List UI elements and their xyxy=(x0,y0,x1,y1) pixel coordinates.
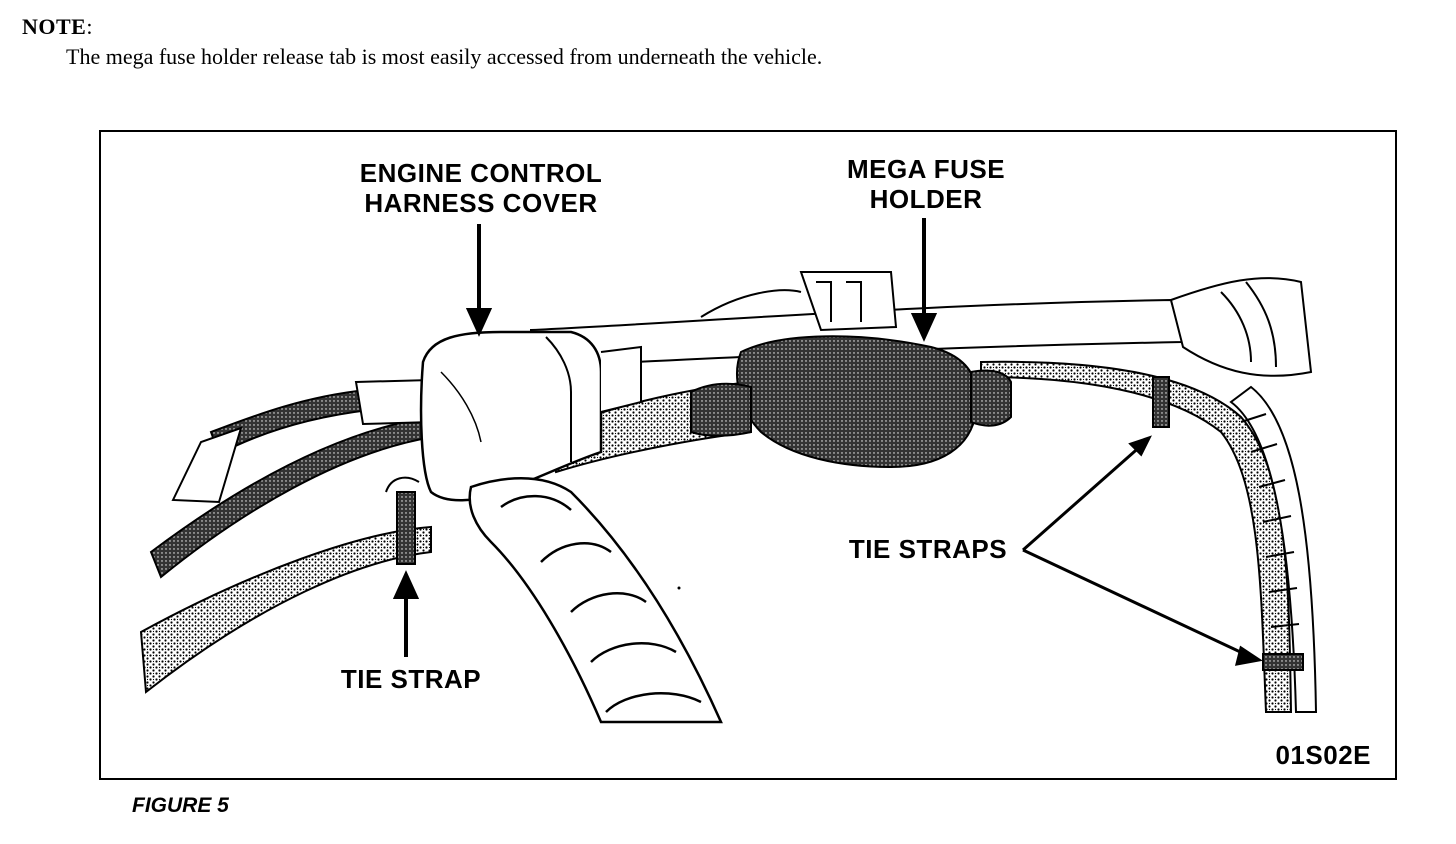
tie-strap-right-lower xyxy=(1262,653,1304,671)
harness-bracket-left xyxy=(171,426,243,504)
leader-engine-cover xyxy=(465,224,493,337)
mega-fuse-holder-body xyxy=(736,335,979,469)
note-heading-label: NOTE xyxy=(22,14,87,39)
fuse-holder-boot-right xyxy=(970,369,1012,427)
large-ribbed-tube xyxy=(468,477,723,724)
callout-engine-control-harness-cover: ENGINE CONTROL HARNESS COVER xyxy=(351,158,611,218)
callout-mega-fuse-holder: MEGA FUSE HOLDER xyxy=(836,154,1016,214)
callout-engine-line2: HARNESS COVER xyxy=(364,188,598,218)
harness-left-stippled xyxy=(139,525,432,694)
tie-strap-left xyxy=(396,491,416,565)
callout-mega-line1: MEGA FUSE xyxy=(846,154,1006,184)
figure-frame: ENGINE CONTROL HARNESS COVER MEGA FUSE H… xyxy=(99,130,1397,780)
callout-tie-straps: TIE STRAPS xyxy=(848,534,1008,564)
convoluted-tube-right xyxy=(1229,385,1318,713)
callout-mega-line2: HOLDER xyxy=(869,184,983,214)
leader-mega-fuse xyxy=(910,218,938,342)
engine-control-harness-cover xyxy=(419,330,603,502)
figure-code: 01S02E xyxy=(1275,740,1371,770)
callout-tie-strap: TIE STRAP xyxy=(340,664,482,694)
harness-illustration xyxy=(139,218,1318,724)
harness-right-stippled xyxy=(980,360,1293,713)
callout-engine-line1: ENGINE CONTROL xyxy=(359,158,603,188)
leader-tie-strap xyxy=(392,570,420,657)
leader-tie-straps xyxy=(1022,435,1263,666)
note-text: The mega fuse holder release tab is most… xyxy=(66,44,823,69)
fuse-holder-boot-left xyxy=(690,382,752,437)
upper-cable-right xyxy=(1169,277,1313,377)
note-heading: NOTE: xyxy=(22,14,93,40)
note-heading-colon: : xyxy=(86,14,93,39)
figure-caption: FIGURE 5 xyxy=(132,794,229,817)
tie-strap-right-upper xyxy=(1152,376,1170,428)
fuse-holder-connector xyxy=(799,271,898,332)
